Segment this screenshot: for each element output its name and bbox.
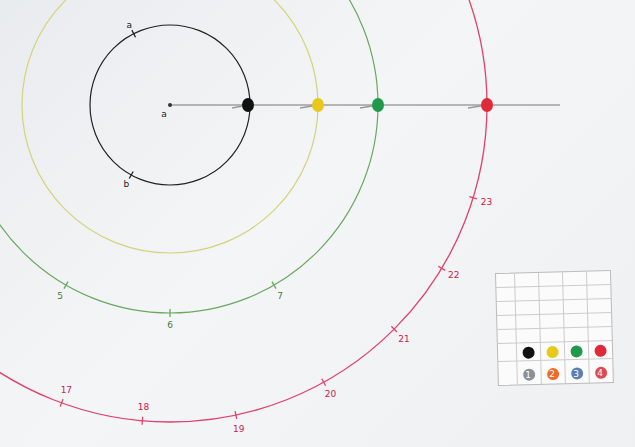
tick-mark [141,417,143,425]
push-pins [232,98,493,112]
centre-label: a [161,110,167,119]
radius-line [170,105,560,106]
tick-number: 19 [233,424,244,433]
tick-number: 17 [61,385,72,394]
point-label: a [126,20,132,29]
point-label: b [124,179,130,188]
tick-number: 23 [481,197,492,206]
tick-mark [322,379,326,386]
tick-mark [64,282,68,289]
green-orbit [0,0,378,313]
yellow-orbit [22,0,318,253]
tick-mark [169,309,170,317]
card-number: 2 [549,370,555,379]
tick-number: 20 [325,390,336,399]
tick-mark [469,197,477,199]
tick-number: 7 [277,291,283,300]
tick-mark [235,411,237,419]
tick-mark [132,30,136,37]
sun-point [168,103,172,107]
tick-marks [60,30,477,425]
red-orbit [0,0,487,422]
card-number: 3 [573,370,579,379]
tick-mark [129,171,133,178]
tick-mark [391,326,397,332]
tick-number: 18 [138,402,149,411]
tick-mark [60,399,63,407]
card-number: 4 [597,369,603,378]
card-number: 1 [525,371,531,380]
tick-number: 6 [167,321,173,330]
tick-mark [272,282,276,289]
tick-number: 5 [57,291,63,300]
record-card [496,271,614,386]
tick-number: 21 [398,335,409,344]
tick-mark [438,266,445,270]
tick-number: 22 [448,271,459,280]
